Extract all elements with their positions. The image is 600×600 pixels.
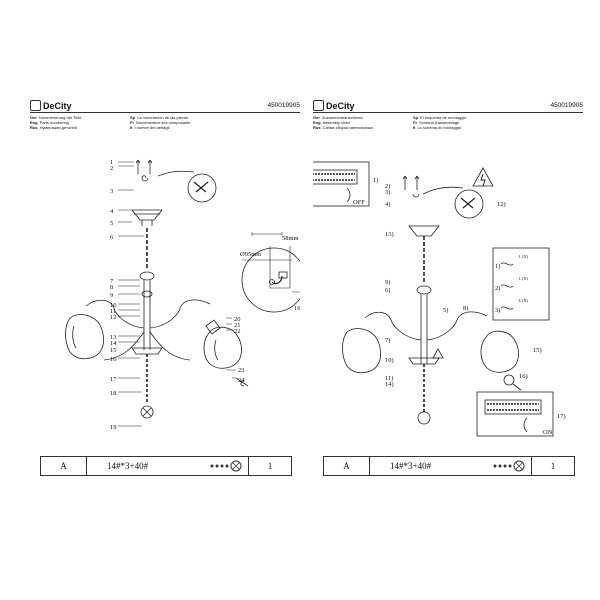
brand-logo: DeCity <box>30 100 72 111</box>
wire-term-1: L (N) <box>519 254 529 259</box>
step-label-6: 6) <box>385 287 390 294</box>
dim-depth: 16mm <box>294 305 300 312</box>
dim-diameter: Ø95mm <box>240 251 261 258</box>
step-label-11: 11) <box>385 375 393 382</box>
step-label-5: 5) <box>443 307 448 314</box>
part-label-4: 4 <box>110 208 114 215</box>
step-label-15: 15) <box>533 347 542 354</box>
wire-term-3: L (N) <box>519 298 529 303</box>
off-label: OFF <box>353 199 365 206</box>
part-label-11: 11 <box>110 308 116 315</box>
brand-name: DeCity <box>43 100 72 111</box>
part-label-24: 24 <box>238 377 245 384</box>
logo-icon <box>313 100 324 111</box>
step-label-10: 10) <box>385 357 394 364</box>
part-label-1: 1 <box>110 159 113 166</box>
brand-name: DeCity <box>326 100 355 111</box>
part-label-22: 22 <box>234 328 241 335</box>
part-label-7: 7 <box>110 278 114 285</box>
spec-col-a: A <box>41 457 87 475</box>
step-label-4: 4) <box>385 201 390 208</box>
spec-col-a: A <box>324 457 370 475</box>
chandelier-assembly-drawing: 1) 2) 3) 4) 5) 6) 7) 8) 9) 10) 11) 12) 1… <box>313 161 566 437</box>
header-divider <box>30 112 300 113</box>
step-label-12: 12) <box>497 201 506 208</box>
pendant-chain-icon <box>208 457 249 475</box>
spec-col-qty: 1 <box>550 461 556 471</box>
part-label-9: 9 <box>110 292 113 299</box>
spec-table: A 14#*3+40# 1 <box>40 456 292 476</box>
step-label-9: 9) <box>385 279 390 286</box>
step-label-7: 7) <box>385 337 390 344</box>
part-label-3: 3 <box>110 188 113 195</box>
part-label-16: 16 <box>110 356 117 363</box>
product-code: 450019905 <box>267 102 300 109</box>
spec-col-spec: 14#*3+40# <box>390 461 432 471</box>
logo-icon <box>30 100 41 111</box>
step-label-3: 3) <box>385 189 390 196</box>
part-label-2: 2 <box>110 165 113 172</box>
step-label-8: 8) <box>463 305 468 312</box>
part-label-17: 17 <box>110 376 117 383</box>
part-label-20: 20 <box>234 316 241 323</box>
wiring-step-3: 3) <box>495 307 500 314</box>
part-label-13: 13 <box>110 334 117 341</box>
spec-col-spec: 14#*3+40# <box>107 461 149 471</box>
wiring-step-1: 1) <box>495 263 500 270</box>
part-label-6: 6 <box>110 234 114 241</box>
step-label-17: 17) <box>557 413 566 420</box>
step-label-2: 2) <box>385 183 390 190</box>
product-code: 450019905 <box>550 102 583 109</box>
part-label-5: 5 <box>110 220 113 227</box>
step-label-14: 14) <box>385 381 394 388</box>
part-label-23: 23 <box>238 367 245 374</box>
part-label-21: 21 <box>234 322 241 329</box>
part-label-15: 15 <box>110 347 117 354</box>
part-label-14: 14 <box>110 340 117 347</box>
step-label-1: 1) <box>373 177 378 184</box>
spec-col-qty: 1 <box>267 461 273 471</box>
wiring-step-2: 2) <box>495 285 500 292</box>
pendant-chain-icon <box>491 457 532 475</box>
chandelier-parts-drawing: 1 2 3 4 5 6 7 8 9 10 11 12 13 14 15 16 1… <box>65 159 300 431</box>
spec-table: A 14#*3+40# 1 <box>323 456 575 476</box>
part-label-8: 8 <box>110 284 113 291</box>
wire-term-2: L (N) <box>519 276 529 281</box>
part-label-18: 18 <box>110 390 117 397</box>
step-label-13: 13) <box>385 231 394 238</box>
part-label-10: 10 <box>110 302 117 309</box>
dim-width: 58mm <box>282 235 299 242</box>
on-label: ON <box>543 429 553 436</box>
step-label-16: 16) <box>519 373 528 380</box>
brand-logo: DeCity <box>313 100 355 111</box>
part-label-19: 19 <box>110 424 117 431</box>
part-label-12: 12 <box>110 314 117 321</box>
header-divider <box>313 112 583 113</box>
